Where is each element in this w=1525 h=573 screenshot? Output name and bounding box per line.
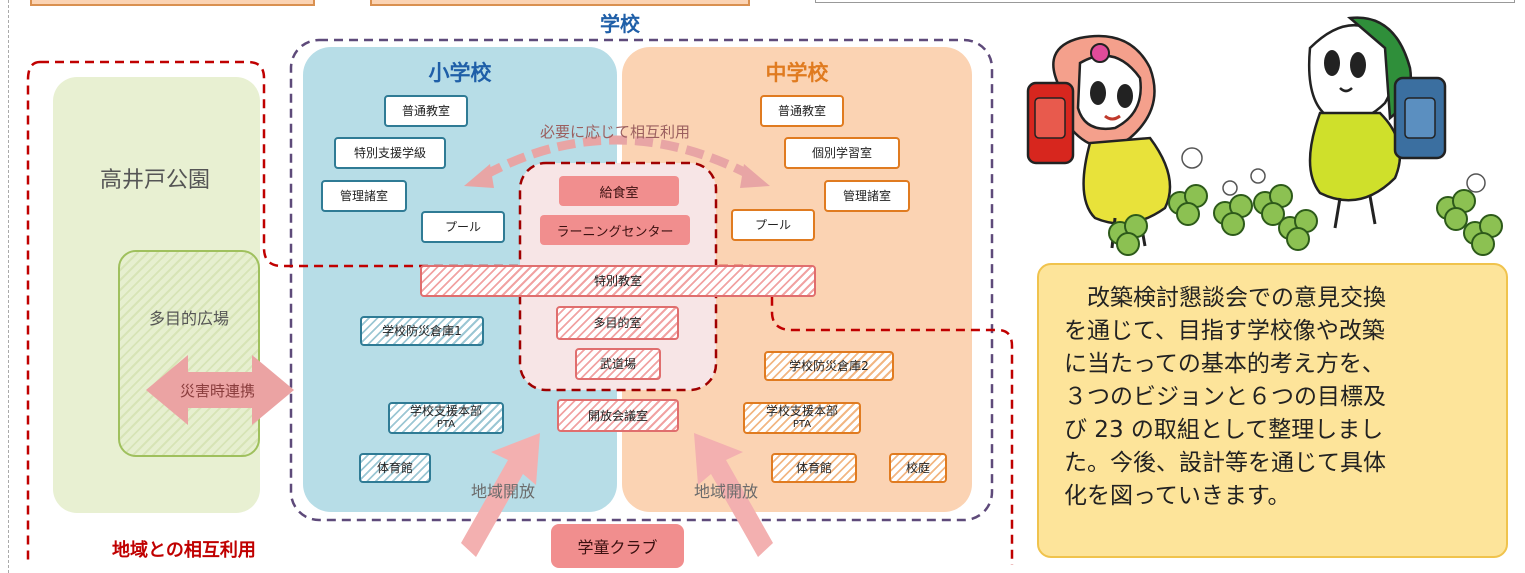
mascot-illustration xyxy=(1026,16,1503,256)
martial-arts-hall: 武道場 xyxy=(575,348,661,380)
mutual-use-label: 必要に応じて相互利用 xyxy=(539,122,690,141)
park-title: 高井戸公園 xyxy=(99,168,210,193)
mutual-arrow-head-left xyxy=(464,164,494,188)
note-line: ３つのビジョンと６つの目標及 xyxy=(1064,384,1386,410)
middle-title: 中学校 xyxy=(765,61,829,85)
middle-classroom: 普通教室 xyxy=(760,95,844,127)
open-meeting-room: 開放会議室 xyxy=(557,399,679,432)
middle-pool: プール xyxy=(731,209,815,241)
mutual-arrow-head-right xyxy=(740,164,770,188)
note-line: 改築検討懇談会での意見交換 xyxy=(1064,285,1386,311)
learning-center: ラーニングセンター xyxy=(540,215,690,245)
elementary-support-hq: 学校支援本部 PTA xyxy=(388,402,504,434)
left-guide-line xyxy=(8,0,9,573)
top-box-middle xyxy=(370,0,750,6)
girl-mascot xyxy=(1026,34,1172,249)
pta-label: PTA xyxy=(792,419,812,430)
note-line: に当たっての基本的考え方を、 xyxy=(1064,351,1385,377)
clovers xyxy=(1108,184,1503,256)
note-line: び 23 の取組として整理しまし xyxy=(1064,417,1384,443)
top-box-left xyxy=(30,0,315,6)
disaster-arrow xyxy=(146,355,294,425)
community-title: 地域との相互利用 xyxy=(112,540,256,561)
middle-storage: 学校防災倉庫2 xyxy=(764,351,894,381)
middle-support-hq: 学校支援本部 PTA xyxy=(743,402,861,434)
summary-note: 改築検討懇談会での意見交換 を通じて、目指す学校像や改築 に当たっての基本的考え… xyxy=(1037,263,1508,558)
elementary-admin: 管理諸室 xyxy=(321,180,407,212)
middle-individual-study: 個別学習室 xyxy=(784,137,900,169)
note-line: た。今後、設計等を通じて具体 xyxy=(1064,450,1386,476)
opening-arrow-left xyxy=(461,433,540,557)
schoolyard: 校庭 xyxy=(889,453,947,483)
disaster-label: 災害時連携 xyxy=(179,381,255,400)
support-hq-label: 学校支援本部 xyxy=(409,404,482,418)
mutual-arrow xyxy=(482,135,753,179)
white-flowers xyxy=(1181,147,1486,196)
special-classroom: 特別教室 xyxy=(420,265,816,297)
elementary-pool: プール xyxy=(421,211,505,243)
school-title: 学校 xyxy=(600,11,640,36)
boy-mascot xyxy=(1308,16,1447,229)
elementary-classroom: 普通教室 xyxy=(384,95,468,127)
elementary-gym: 体育館 xyxy=(359,453,431,483)
lunch-kitchen: 給食室 xyxy=(559,176,679,206)
school-border xyxy=(289,38,994,522)
elementary-storage: 学校防災倉庫1 xyxy=(360,316,484,346)
note-line: 化を図っていきます。 xyxy=(1064,483,1291,509)
opening-label-right: 地域開放 xyxy=(693,482,758,501)
middle-admin: 管理諸室 xyxy=(824,180,910,212)
elementary-title: 小学校 xyxy=(428,61,492,85)
after-school-club: 学童クラブ xyxy=(551,524,684,568)
plaza-area xyxy=(118,250,260,457)
multipurpose-room: 多目的室 xyxy=(556,306,679,340)
note-line: を通じて、目指す学校像や改築 xyxy=(1064,318,1385,344)
middle-gym: 体育館 xyxy=(771,453,857,483)
plaza-label: 多目的広場 xyxy=(148,309,229,328)
elementary-special-support: 特別支援学級 xyxy=(334,137,446,169)
support-hq-label: 学校支援本部 xyxy=(765,404,838,418)
opening-arrow-right xyxy=(694,433,773,557)
top-box-right xyxy=(815,0,1515,3)
opening-label-left: 地域開放 xyxy=(470,482,535,501)
pta-label: PTA xyxy=(436,419,456,430)
